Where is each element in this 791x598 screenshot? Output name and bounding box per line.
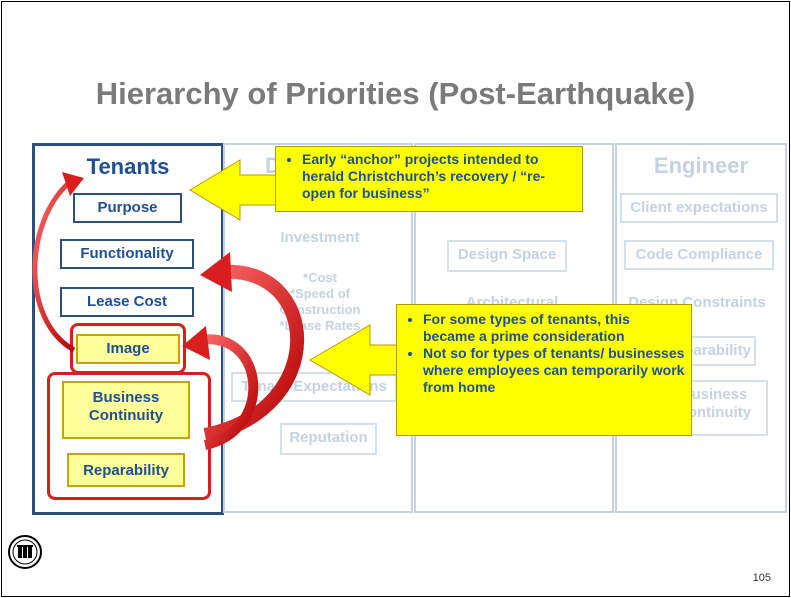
- callout-anchor-projects: Early “anchor” projects intended to hera…: [275, 146, 583, 212]
- red-arrowhead-purpose: [62, 172, 84, 196]
- callout-anchor-text: Early “anchor” projects intended to hera…: [302, 151, 576, 202]
- tenant-item-lease-cost: Lease Cost: [60, 287, 194, 317]
- callout-prime-consideration: For some types of tenants, this became a…: [423, 311, 685, 345]
- developer-investment: Investment: [280, 229, 360, 246]
- tenant-item-functionality: Functionality: [60, 239, 194, 269]
- tenant-item-purpose: Purpose: [73, 193, 182, 223]
- red-arc-image-to-purpose: [32, 180, 76, 353]
- developer-criteria: *Cost *Speed of Construction *Lease Rate…: [279, 270, 361, 333]
- tenant-item-reparability: Reparability: [67, 453, 185, 487]
- tenant-item-business-continuity: Business Continuity: [62, 381, 190, 439]
- developer-reputation: Reputation: [280, 423, 377, 455]
- slide-title: Hierarchy of Priorities (Post-Earthquake…: [95, 76, 696, 111]
- callout-work-from-home: Not so for types of tenants/ businesses …: [423, 345, 685, 396]
- yellow-arrow-purpose: [189, 159, 281, 221]
- red-arrowhead-functionality: [200, 252, 232, 292]
- aisc-seal-icon: [8, 535, 42, 569]
- yellow-arrow-image: [309, 324, 401, 396]
- page-number: 105: [752, 572, 771, 584]
- tenants-header: Tenants: [86, 154, 170, 179]
- tenant-item-image: Image: [76, 334, 180, 364]
- engineer-header: Engineer: [653, 153, 749, 178]
- architect-design-space: Design Space: [447, 240, 567, 272]
- red-arc-continuity-to-image: [199, 334, 259, 450]
- callout-image-consideration: For some types of tenants, this became a…: [396, 304, 692, 436]
- engineer-client-expectations: Client expectations: [620, 193, 778, 223]
- engineer-code-compliance: Code Compliance: [624, 240, 774, 270]
- red-arrowhead-image: [182, 326, 210, 360]
